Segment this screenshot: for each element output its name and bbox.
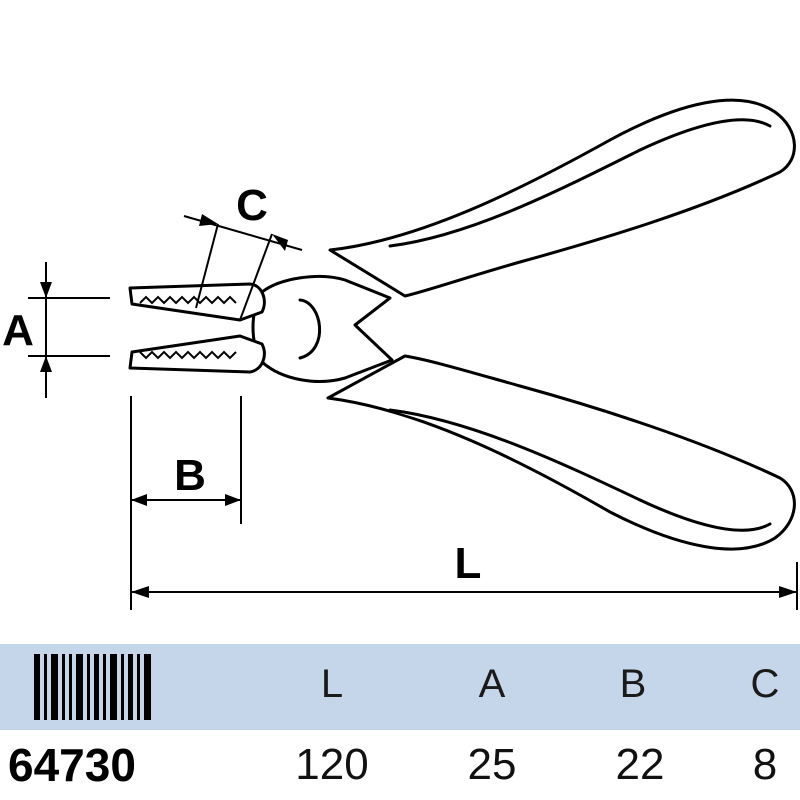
value-c: 8	[752, 740, 778, 789]
value-a: 25	[467, 740, 517, 789]
dimension-b: B	[130, 396, 242, 610]
upper-handle-grip	[388, 118, 772, 248]
dimension-a-label: A	[2, 306, 34, 355]
header-c: C	[750, 662, 780, 706]
article-number: 64730	[8, 739, 136, 791]
spec-table: L A B C 64730 120 25 22 8	[0, 644, 800, 800]
header-b: B	[619, 662, 647, 706]
pliers-outline	[128, 98, 796, 551]
value-b: 22	[615, 740, 665, 789]
pivot	[298, 298, 322, 360]
header-l: L	[320, 662, 344, 706]
header-a: A	[478, 662, 506, 706]
jaw-serrations-upper	[139, 295, 237, 305]
dimension-a: A	[2, 262, 110, 398]
value-l: 120	[295, 740, 369, 789]
dimension-l: L	[131, 539, 798, 610]
barcode-icon	[34, 654, 151, 720]
table-value-row: 64730 120 25 22 8	[0, 730, 800, 800]
dimension-b-label: B	[174, 451, 206, 500]
lower-handle-grip	[388, 408, 772, 532]
table-header-row: L A B C	[0, 644, 800, 730]
dimension-c-label: C	[236, 181, 268, 230]
jaw-serrations-lower	[139, 350, 237, 360]
pliers-dimension-drawing: A B C L	[2, 98, 798, 610]
dimension-c: C	[183, 181, 303, 321]
pliers-joint	[251, 274, 394, 383]
dimension-l-label: L	[455, 539, 482, 588]
